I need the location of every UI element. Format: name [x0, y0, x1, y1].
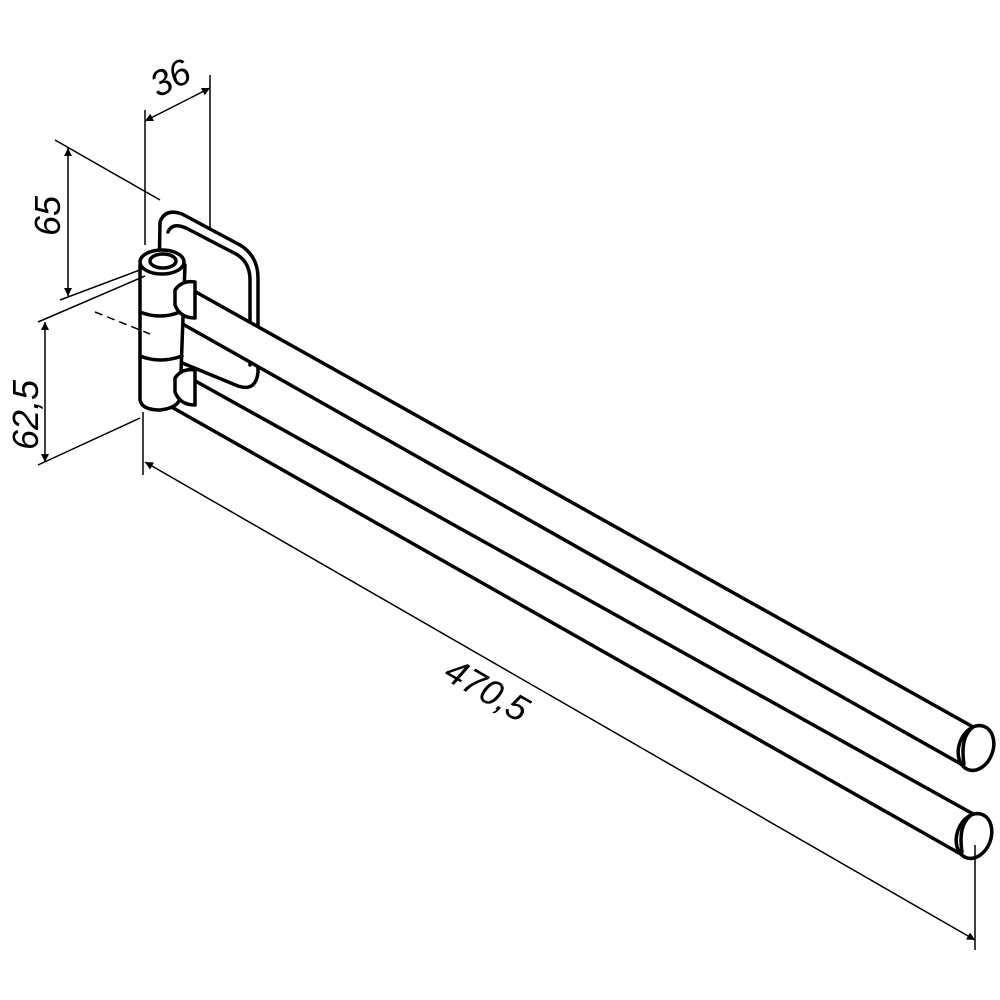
upper-rod [170, 280, 996, 773]
dimension-length-label: 470,5 [438, 649, 537, 730]
hinge-pillar [138, 248, 197, 412]
dimension-lower-height: 62,5 [5, 275, 151, 466]
dimension-upper-height-label: 65 [27, 195, 68, 236]
dimension-lower-height-label: 62,5 [5, 379, 46, 450]
lower-rod [166, 366, 994, 861]
dimension-depth-label: 36 [143, 50, 198, 105]
dimension-upper-height: 65 [27, 139, 161, 301]
